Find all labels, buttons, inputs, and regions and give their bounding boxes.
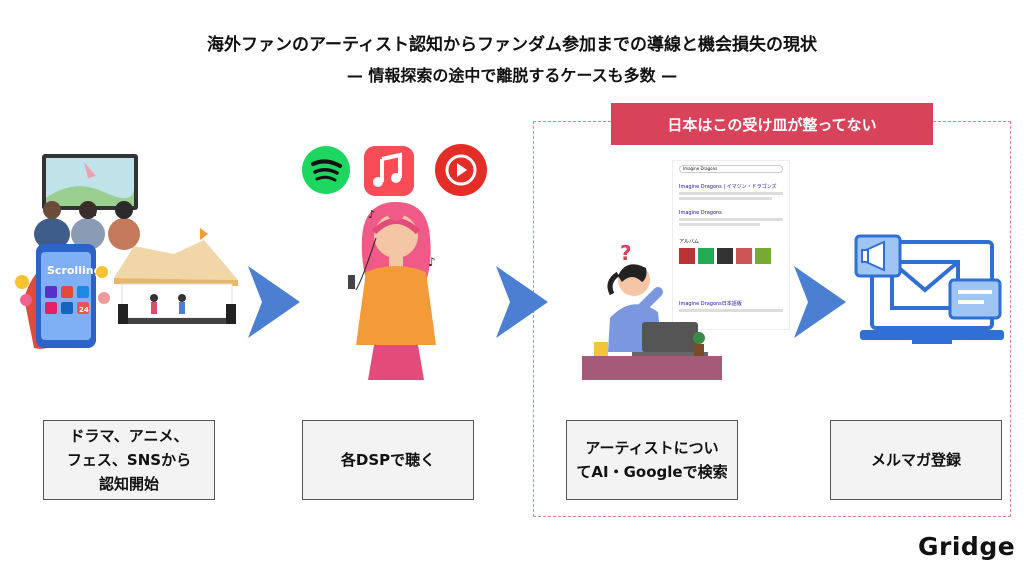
svg-text:♪: ♪: [428, 255, 436, 269]
flow-arrow-1: [248, 266, 300, 338]
awareness-illustration: Scrolling 24: [15, 154, 238, 349]
step-box-search: アーティストについ てAI・Googleで検索: [566, 420, 738, 500]
spotify-icon: [302, 146, 350, 194]
form-card-icon: [948, 278, 1002, 320]
searcher-illustration: ?: [582, 241, 722, 380]
step-box-newsletter: メルマガ登録: [830, 420, 1002, 500]
newsletter-illustration: [854, 234, 1004, 344]
festival-stage-icon: [114, 228, 238, 324]
apple-music-icon: [364, 146, 414, 196]
flow-arrow-2: [496, 266, 548, 338]
listener-icon: ♪ ♪: [348, 202, 436, 380]
result-title: Imagine Dragons | イマジン・ドラゴンズ: [679, 184, 777, 190]
viewers-icon: [34, 201, 140, 250]
phone-icon: Scrolling 24: [15, 244, 110, 349]
megaphone-icon: [854, 234, 902, 278]
tv-icon: [42, 154, 138, 216]
album-label: アルバム: [679, 239, 699, 245]
badge-24: 24: [79, 306, 89, 314]
question-mark: ?: [620, 241, 632, 265]
brand-logo: Gridge: [918, 532, 1016, 561]
result-title-3: Imagine Dragons日本語版: [679, 301, 742, 307]
step-box-dsp: 各DSPで聴く: [302, 420, 474, 500]
result-title-2: Imagine Dragons: [679, 210, 722, 216]
search-results-panel: Imagine Dragons Imagine Dragons | イマジン・ド…: [672, 160, 790, 330]
step-box-awareness: ドラマ、アニメ、 フェス、SNSから 認知開始: [43, 420, 215, 500]
highlight-banner: 日本はこの受け皿が整ってない: [611, 103, 933, 145]
flow-arrow-3: [794, 266, 846, 338]
youtube-music-icon: [435, 144, 487, 196]
dsp-illustration: ♪ ♪: [302, 144, 487, 380]
page-title: 海外ファンのアーティスト認知からファンダム参加までの導線と機会損失の現状: [207, 35, 817, 55]
search-query: Imagine Dragons: [679, 165, 783, 173]
svg-text:♪: ♪: [368, 208, 375, 221]
page-subtitle: — 情報探索の途中で離脱するケースも多数 —: [346, 66, 678, 85]
scrolling-text: Scrolling: [47, 264, 101, 277]
envelope-icon: [890, 260, 960, 310]
